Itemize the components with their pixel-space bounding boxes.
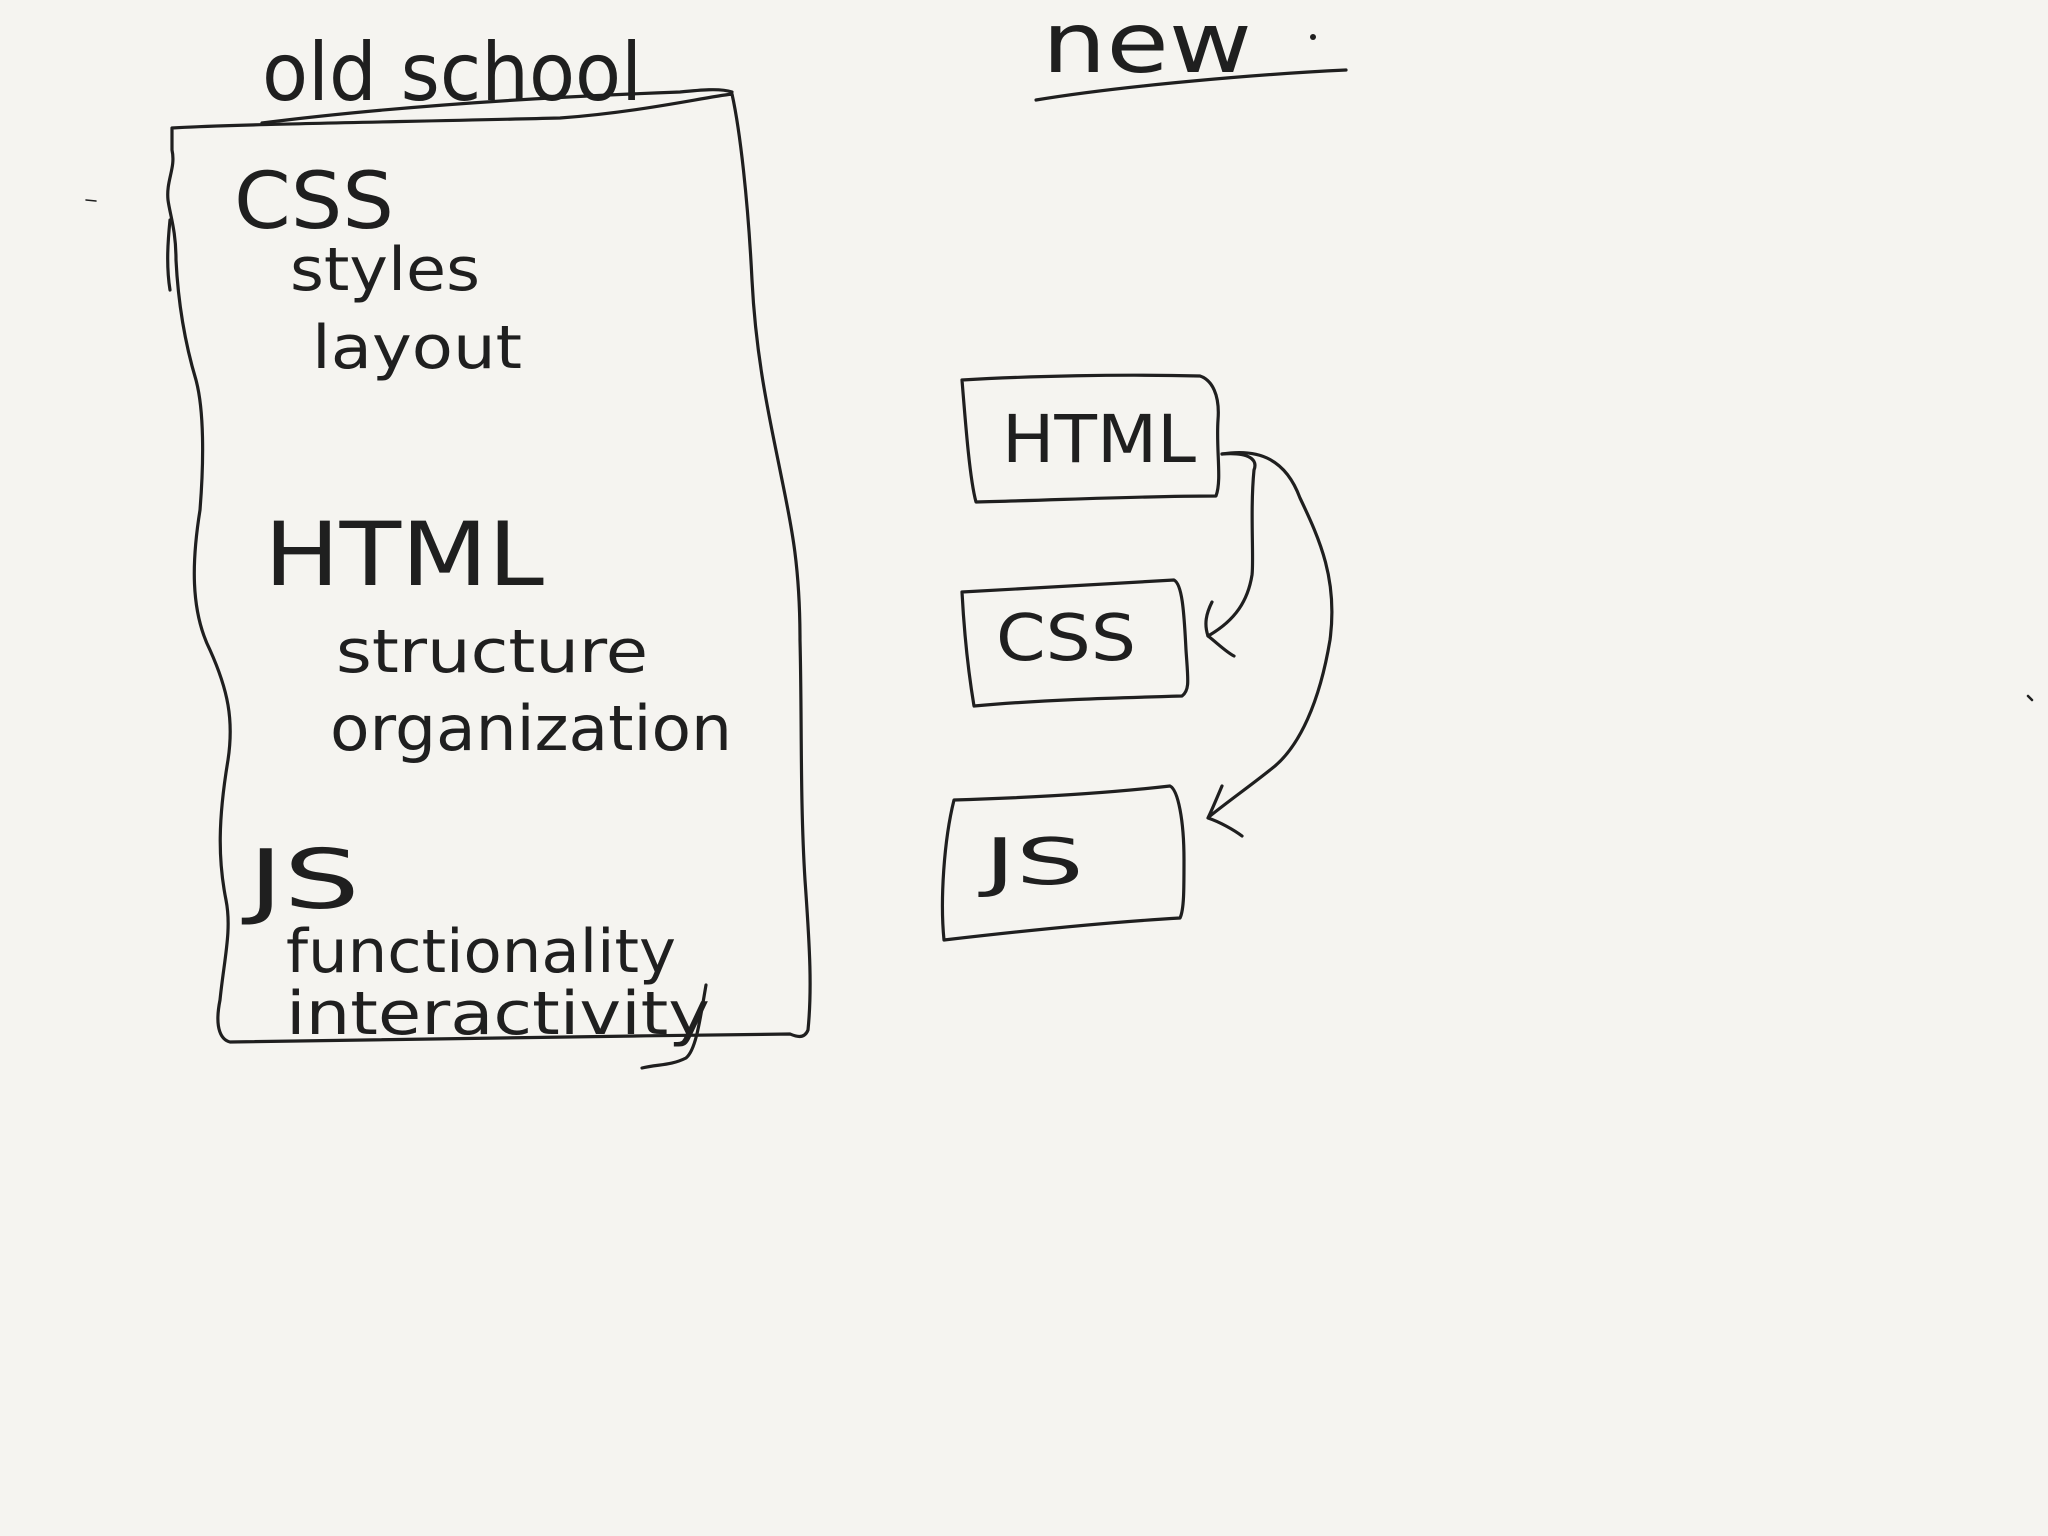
old-css-heading: CSS [234,157,394,247]
old-html-line-1: structure [336,617,648,687]
old-js-y-tail [640,983,708,1070]
old-school-box [166,92,812,1044]
new-title-dot [1310,34,1316,40]
arrow-html-to-css [1206,452,1257,638]
new-js-label: JS [977,826,1084,900]
old-school-title-underline [260,88,734,125]
stray-mark-left [85,199,97,202]
arrow-html-to-js [1208,450,1334,818]
new-title-underline [1034,68,1348,102]
stray-mark-right [2026,694,2034,702]
new-title: new [1042,0,1252,92]
old-html-heading: HTML [264,503,544,606]
new-html-box [960,373,1221,504]
old-school-box-tick [166,218,172,292]
new-js-box [940,784,1186,942]
arrow-html-to-js-head [1206,784,1244,838]
old-js-heading: JS [241,833,360,928]
new-css-box [960,578,1190,708]
new-html-label: HTML [1002,401,1196,478]
old-js-line-1: functionality [286,917,676,987]
old-css-line-2: layout [312,313,522,383]
old-css-line-1: styles [290,235,480,305]
old-html-line-2: organization [330,692,732,765]
old-js-line-2: interactivity [286,979,710,1049]
arrow-html-to-css-head [1204,600,1236,658]
new-css-label: CSS [996,602,1136,676]
